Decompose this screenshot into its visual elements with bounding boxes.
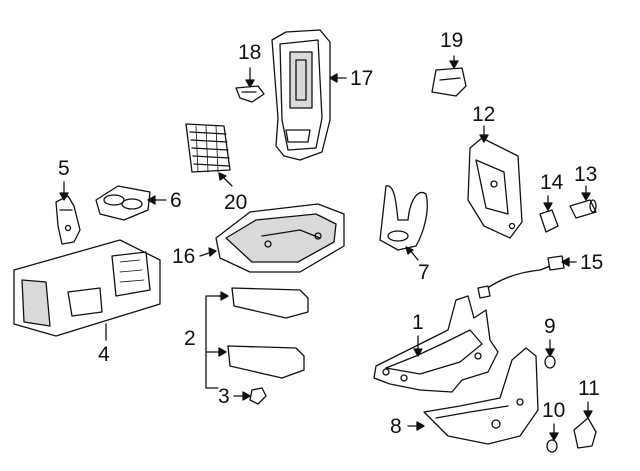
callout-18: 18 [238, 41, 262, 64]
part-19-latch [431, 67, 467, 97]
part-13-cylinder [569, 199, 597, 219]
callout-19: 19 [440, 29, 464, 52]
callout-17: 17 [350, 67, 374, 90]
leader-lines [59, 55, 593, 441]
part-14-bushing [539, 209, 559, 233]
part-15-harness [477, 255, 565, 299]
callout-7: 7 [418, 261, 430, 284]
callout-20: 20 [224, 191, 248, 214]
callout-13: 13 [574, 163, 598, 186]
callout-14: 14 [540, 171, 564, 194]
part-6-cup-holder [95, 185, 151, 221]
part-7-cup-holder-bracket [379, 185, 428, 251]
callout-6: 6 [170, 189, 182, 212]
callout-4: 4 [98, 343, 110, 366]
callout-9: 9 [544, 315, 556, 338]
callout-10: 10 [542, 399, 566, 422]
part-5-bracket [55, 195, 81, 245]
callout-1: 1 [412, 311, 424, 334]
part-17-back-panel [271, 29, 331, 161]
callout-11: 11 [578, 377, 600, 400]
part-16-console-bin [215, 203, 345, 273]
callout-12: 12 [472, 103, 496, 126]
part-8-side-bracket [423, 347, 539, 445]
part-12-trim-panel [467, 137, 523, 239]
callout-8: 8 [390, 415, 402, 438]
callout-5: 5 [58, 157, 70, 180]
part-1-frame [373, 295, 499, 393]
callout-3: 3 [218, 385, 230, 408]
callout-16: 16 [172, 245, 196, 268]
part-18-clip [235, 85, 265, 103]
part-2-arm-pads [227, 287, 309, 379]
part-9-washer [544, 355, 556, 369]
part-10-washer [546, 439, 558, 453]
part-4-console-unit [13, 239, 161, 337]
part-3-clip [249, 387, 267, 405]
part-11-cover [573, 417, 597, 449]
callout-15: 15 [580, 251, 604, 274]
callout-2: 2 [184, 327, 196, 350]
part-20-grille [185, 123, 231, 173]
